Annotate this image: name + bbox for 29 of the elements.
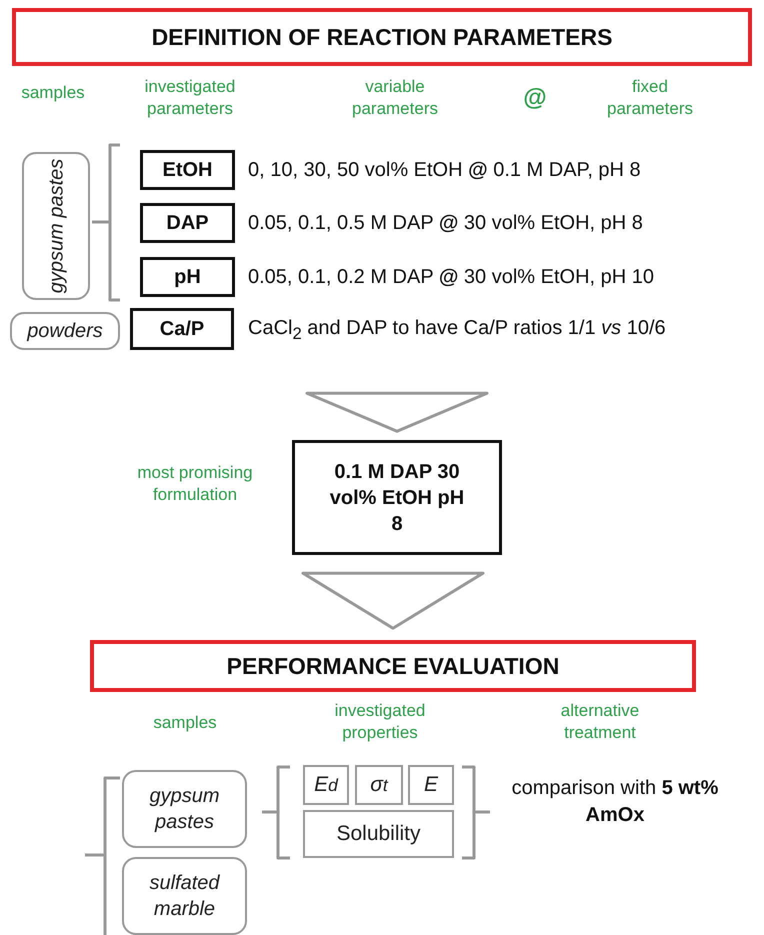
column-heading: samples (20, 82, 86, 104)
sample-box: powders (10, 312, 120, 350)
sample-box: gypsum pastes (22, 152, 90, 300)
parameter-values: 0.05, 0.1, 0.2 M DAP @ 30 vol% EtOH, pH 10 (248, 265, 656, 290)
column-heading: samples (152, 712, 218, 734)
sample-box: gypsum pastes (122, 770, 247, 848)
chevron-arrow (306, 392, 488, 433)
parameter-values: 0.05, 0.1, 0.5 M DAP @ 30 vol% EtOH, pH 8 (248, 211, 644, 236)
parameter-values: CaCl$_{2}$ and DAP to have Ca/P ratios 1/1 vs 10/6 (248, 316, 667, 345)
parameter-box: EtOH (140, 150, 235, 190)
property-box: E (408, 765, 454, 805)
column-heading: investigated parameters (144, 76, 236, 120)
parameter-box: pH (140, 257, 235, 297)
sample-box: sulfated marble (122, 857, 247, 935)
annotation-text: most promising formulation (136, 462, 254, 506)
column-heading: @ (522, 83, 548, 113)
column-heading: alternative treatment (560, 700, 640, 744)
parameter-box: Ca/P (130, 308, 234, 350)
formulation-box: 0.1 M DAP 30 vol% EtOH pH 8 (292, 440, 502, 555)
chevron-arrow (302, 572, 484, 630)
section-header: PERFORMANCE EVALUATION (90, 640, 696, 692)
note-text: comparison with 5 wt% AmOx (510, 776, 720, 828)
parameter-box: DAP (140, 203, 235, 243)
parameter-values: 0, 10, 30, 50 vol% EtOH @ 0.1 M DAP, pH 8 (248, 158, 642, 183)
column-heading: fixed parameters (606, 76, 694, 120)
column-heading: investigated properties (334, 700, 426, 744)
section-header: DEFINITION OF REACTION PARAMETERS (12, 8, 752, 66)
property-box: Solubility (303, 810, 454, 858)
column-heading: variable parameters (351, 76, 439, 120)
